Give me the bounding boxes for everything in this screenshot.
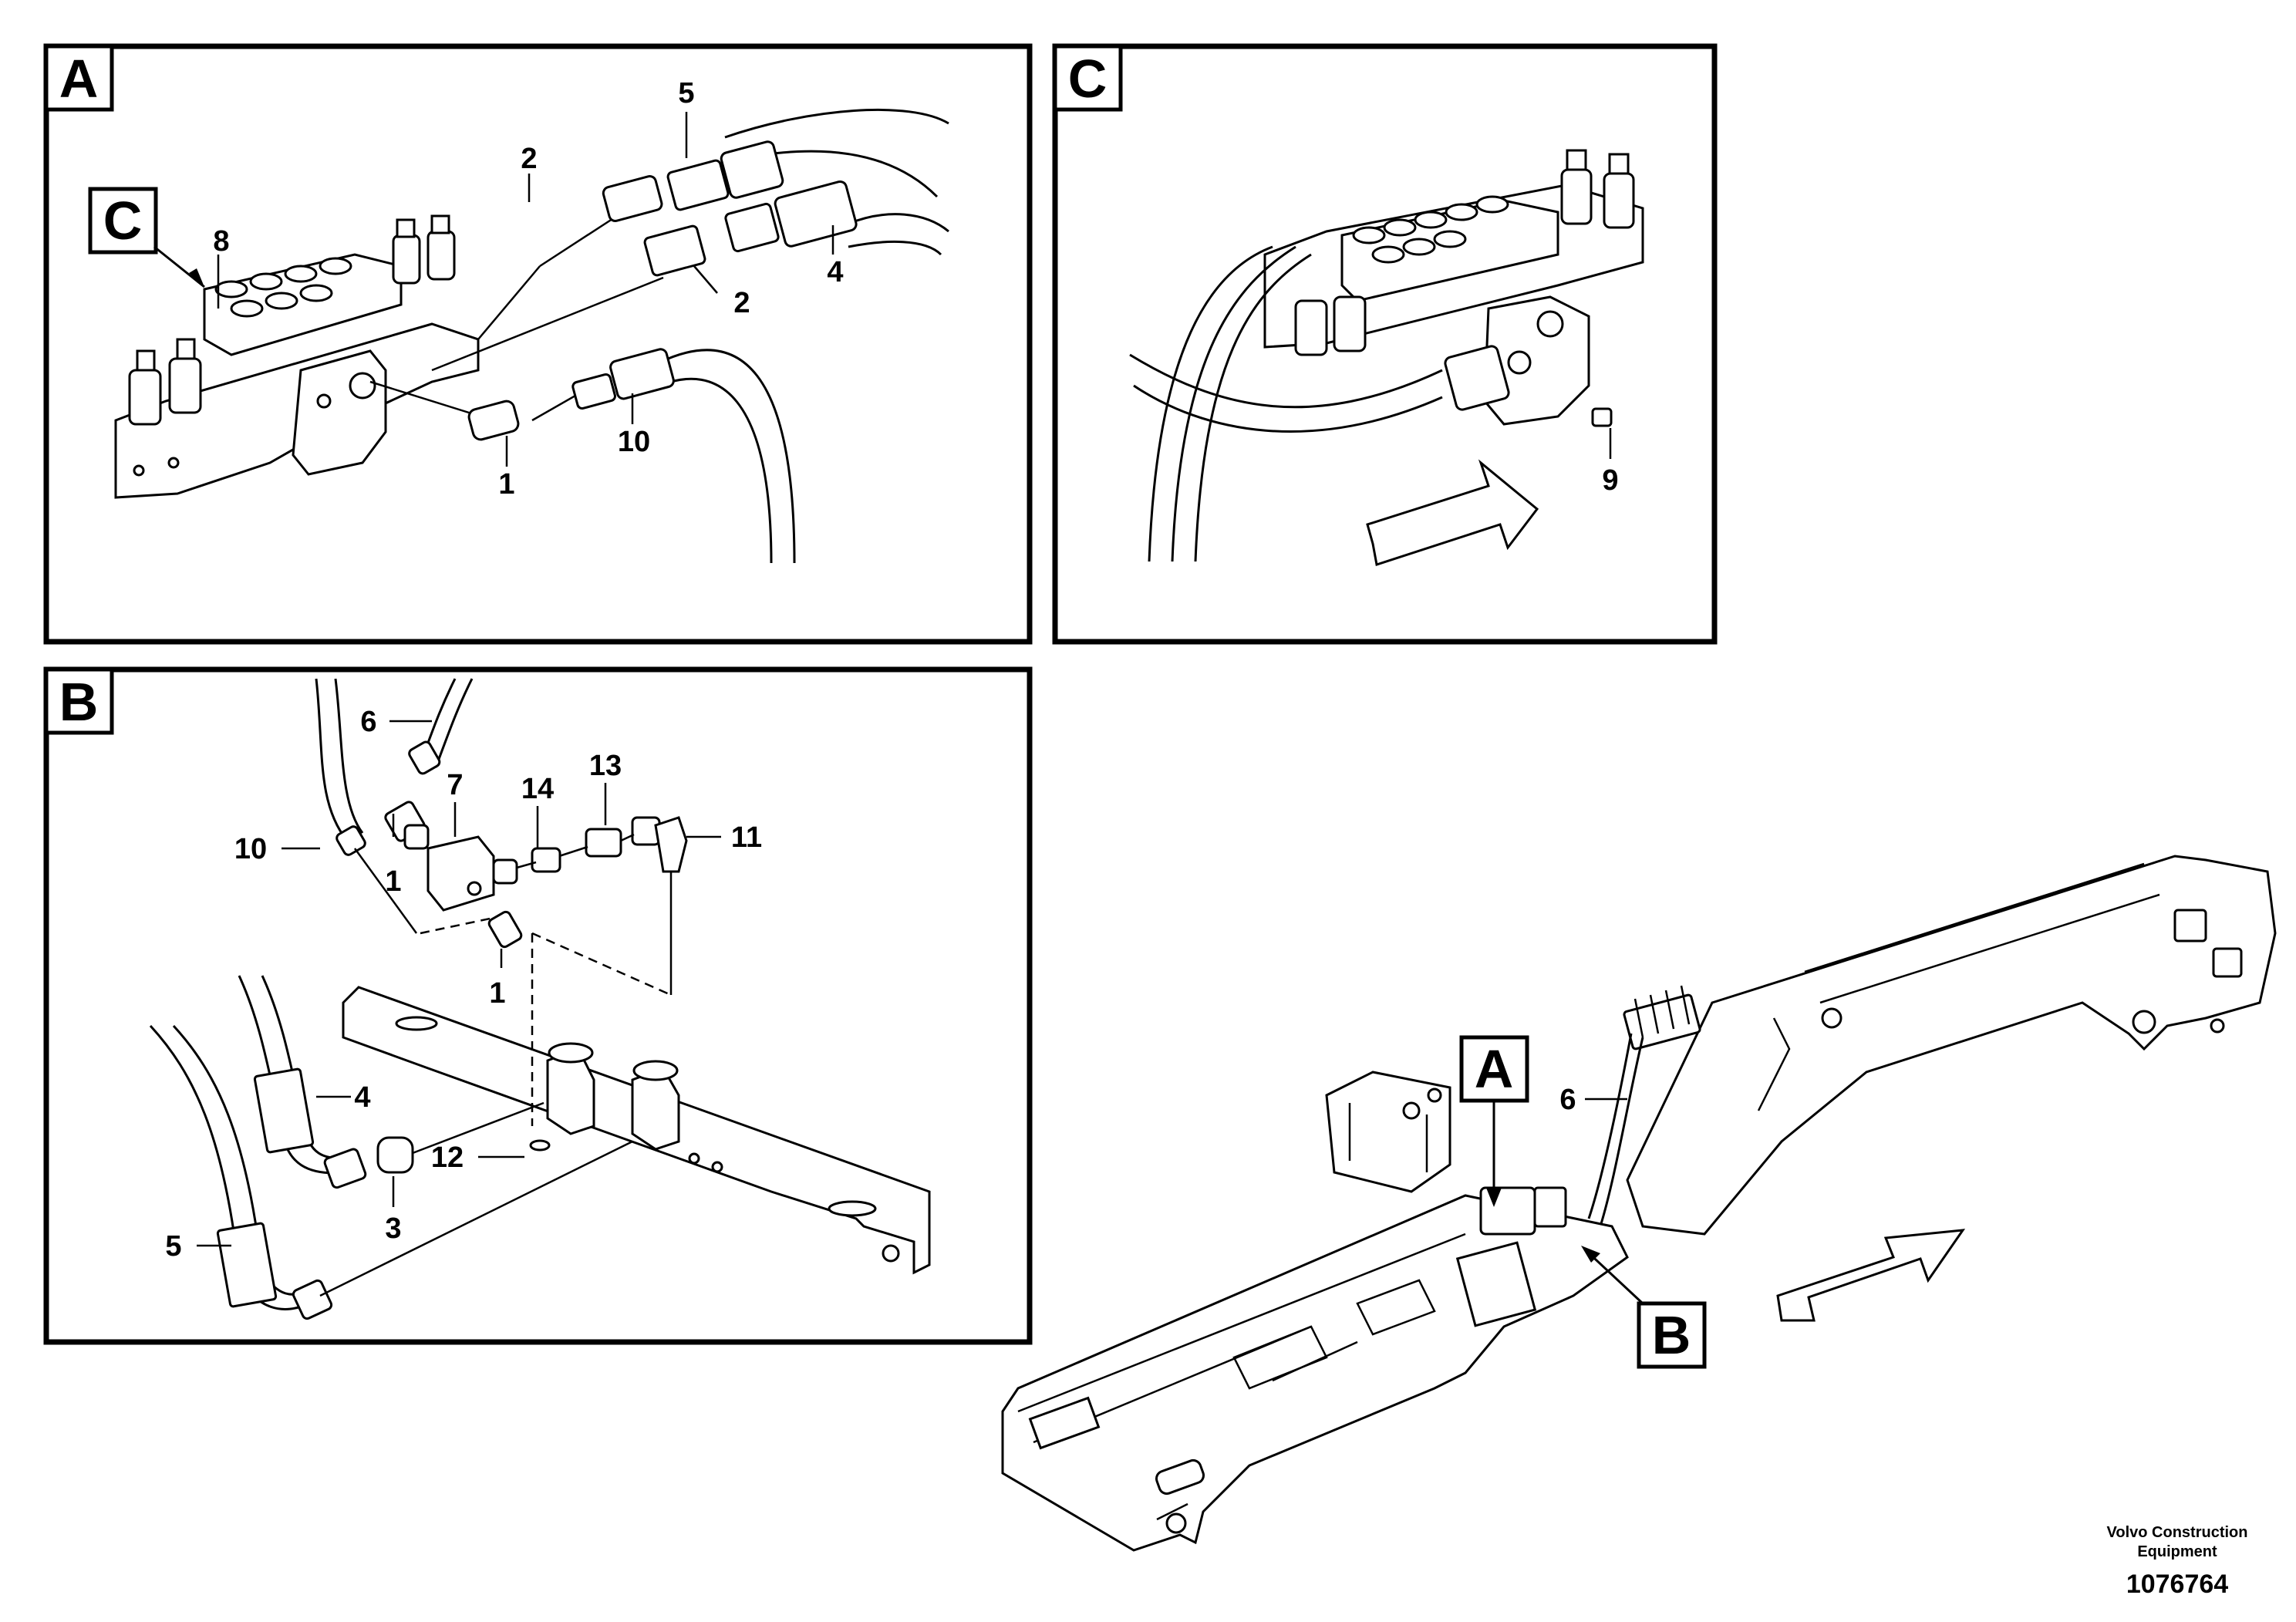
direction-arrow-c bbox=[1366, 459, 1539, 566]
callout-b-1-lower: 1 bbox=[489, 977, 505, 1010]
document-number: 1076764 bbox=[2126, 1570, 2228, 1599]
callout-b-7: 7 bbox=[447, 769, 463, 801]
panel-a: A C bbox=[43, 43, 1033, 645]
callout-a-2-upper: 2 bbox=[521, 143, 537, 175]
callout-b-5: 5 bbox=[165, 1230, 181, 1263]
control-valve-block-detail bbox=[1263, 149, 1644, 427]
leaders-panel-a bbox=[217, 112, 834, 467]
callout-b-4: 4 bbox=[354, 1081, 370, 1114]
brand-line-2: Equipment bbox=[2137, 1543, 2217, 1560]
callout-b-11: 11 bbox=[731, 821, 762, 854]
panel-c: C bbox=[1052, 43, 1718, 645]
direction-arrow-overview bbox=[1776, 1229, 1966, 1322]
callout-b-6: 6 bbox=[360, 706, 376, 738]
fittings-panel-a bbox=[467, 140, 858, 441]
panel-a-letter: A bbox=[59, 49, 99, 109]
callout-a-8: 8 bbox=[213, 225, 229, 258]
control-valve-block bbox=[114, 214, 480, 499]
brand-line-1: Volvo Construction bbox=[2107, 1524, 2248, 1541]
callout-b-13: 13 bbox=[589, 750, 622, 782]
callout-b-10: 10 bbox=[234, 833, 267, 865]
machine-overview bbox=[1001, 855, 2277, 1552]
callout-overview-6: 6 bbox=[1559, 1084, 1576, 1116]
callout-b-1-upper: 1 bbox=[385, 865, 401, 898]
panel-b-letter: B bbox=[59, 672, 99, 732]
boom-valve-bank bbox=[1623, 985, 1701, 1050]
callout-a-2-lower: 2 bbox=[733, 287, 750, 319]
hoses-panel-c bbox=[1129, 245, 1443, 562]
callout-a-10: 10 bbox=[618, 426, 650, 458]
callout-b-3: 3 bbox=[385, 1212, 401, 1245]
callout-b-14: 14 bbox=[521, 773, 554, 805]
panel-c-letter: C bbox=[1068, 49, 1108, 109]
callout-c-9: 9 bbox=[1602, 464, 1618, 497]
leaders-panel-b bbox=[197, 720, 721, 1247]
callout-a-5: 5 bbox=[678, 77, 694, 110]
overview-tag-a: A bbox=[1475, 1039, 1514, 1099]
panel-b: B bbox=[43, 666, 1033, 1345]
callout-b-12: 12 bbox=[431, 1141, 464, 1174]
hoses-panel-a bbox=[369, 108, 949, 564]
panel-a-ref-c-letter: C bbox=[103, 191, 143, 251]
callout-a-4: 4 bbox=[827, 256, 843, 288]
overview-tag-b: B bbox=[1652, 1305, 1691, 1365]
callout-a-1: 1 bbox=[498, 468, 514, 501]
